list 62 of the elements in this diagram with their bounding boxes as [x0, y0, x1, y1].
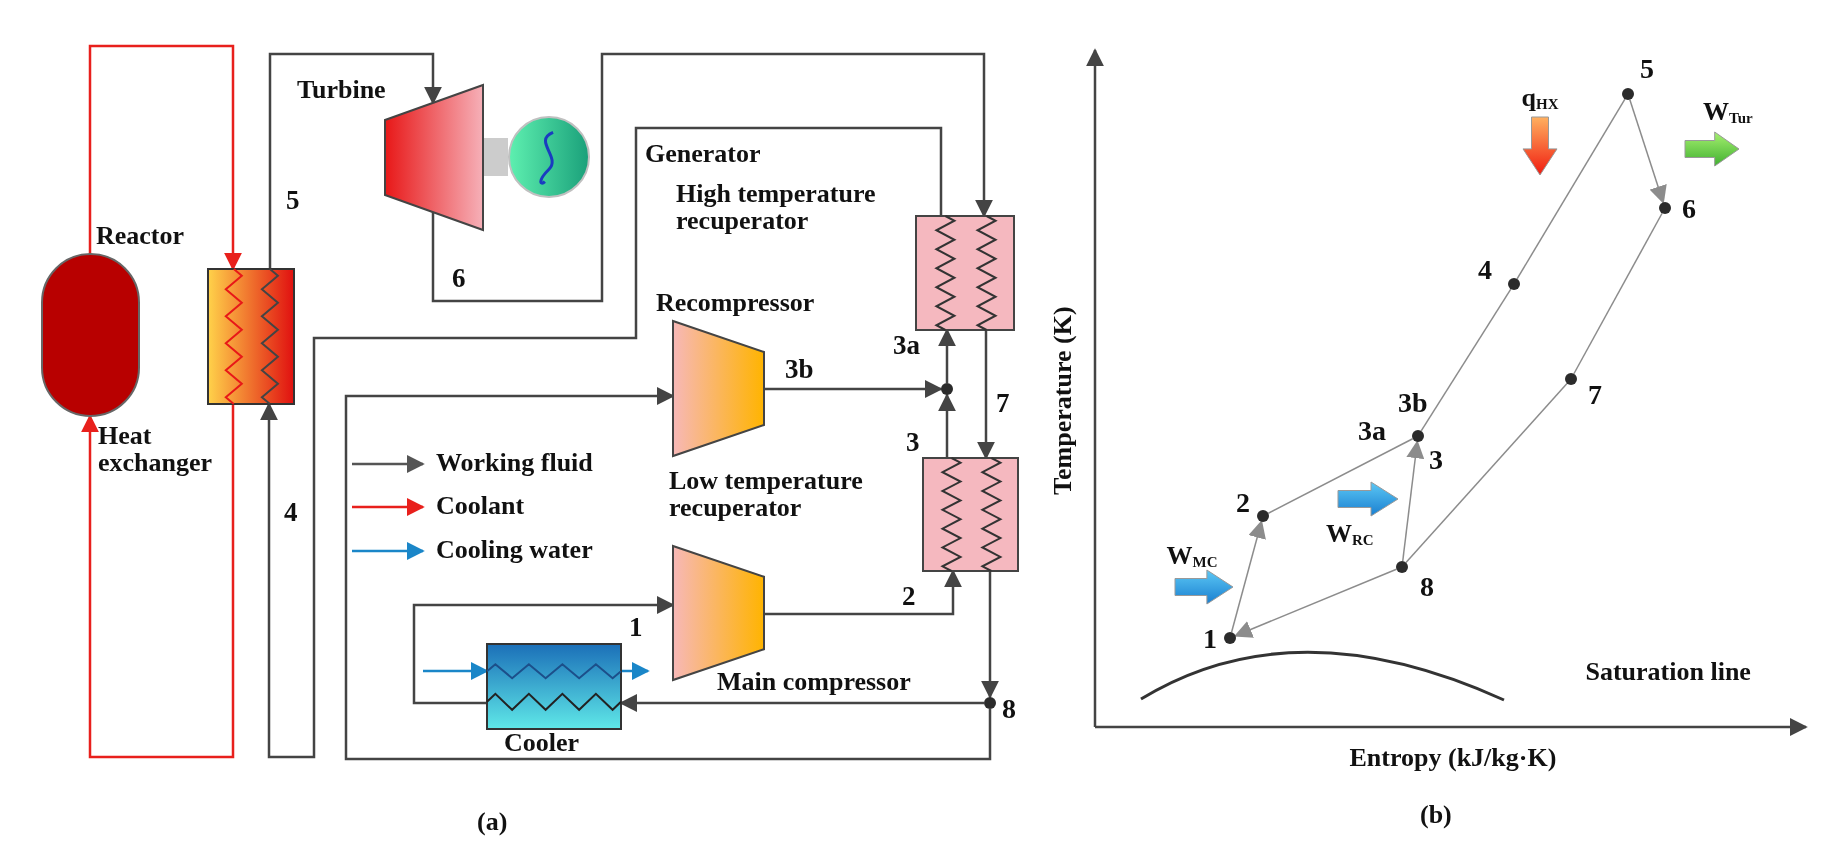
component-label: High temperature recuperator: [676, 180, 877, 235]
state-number: 5: [1640, 54, 1654, 84]
flow-arrow: [81, 404, 235, 759]
state-number: 3a: [1358, 416, 1386, 446]
state-number: 4: [284, 498, 298, 527]
state-number: 1: [1203, 624, 1217, 654]
flow-arrow: [431, 52, 993, 303]
state-number: 3: [906, 428, 920, 457]
flow-arrow: [621, 662, 650, 680]
flow-arrow: [88, 44, 242, 271]
flow-arrow: [764, 380, 943, 398]
state-number: 2: [1236, 488, 1250, 518]
component-label: Low temperature recuperator: [669, 467, 864, 522]
component-label: Recompressor: [656, 289, 815, 317]
flow-arrow: [1402, 440, 1425, 562]
state-number: 5: [286, 186, 300, 215]
legend-label: Working fluid: [436, 449, 593, 477]
state-number: 2: [902, 582, 916, 611]
state-number: 1: [629, 613, 643, 642]
state-number: 3b: [785, 355, 814, 384]
component-label: Cooler: [504, 729, 580, 757]
state-number: 4: [1478, 255, 1492, 285]
flow-arrow: [981, 571, 999, 699]
legend-label: Coolant: [436, 492, 525, 520]
flow-arrow: [268, 52, 442, 269]
component-label: Generator: [645, 140, 761, 168]
state-number: 6: [452, 264, 466, 293]
component-label: Reactor: [96, 222, 185, 250]
state-number: 8: [1420, 572, 1434, 602]
state-number: 3b: [1398, 388, 1428, 418]
state-number: 3a: [893, 331, 920, 360]
flow-arrow: [1233, 568, 1398, 638]
component-label: Main compressor: [717, 668, 911, 696]
process-line: [1420, 288, 1512, 432]
process-line: [1516, 98, 1626, 280]
flow-arrow: [1629, 98, 1667, 204]
flow-arrow: [977, 330, 995, 460]
process-line: [1405, 382, 1568, 564]
work-label: W$_{Tur}$: [1703, 97, 1753, 127]
curve-label: Saturation line: [1585, 657, 1751, 685]
state-number: 7: [996, 389, 1010, 418]
panel-label: (b): [1420, 800, 1452, 828]
flow-arrow: [344, 387, 992, 761]
state-number: 8: [1002, 694, 1016, 724]
process-line: [1573, 212, 1663, 375]
axis-title: Temperature (K): [1048, 305, 1076, 495]
legend-label: Cooling water: [436, 536, 593, 564]
component-label: Turbine: [297, 76, 386, 104]
flow-arrow: [1230, 520, 1266, 633]
flow-arrow: [938, 393, 956, 458]
component-label: Heat exchanger: [98, 422, 214, 477]
process-line: [1267, 438, 1414, 514]
state-number: 3: [1429, 445, 1443, 475]
state-number: 7: [1588, 380, 1602, 410]
panel-label: (a): [477, 807, 508, 835]
work-label: W$_{MC}$: [1166, 541, 1218, 571]
shaft: [483, 138, 508, 176]
axis-title: Entropy (kJ/kg·K): [1349, 743, 1557, 771]
flow-arrow: [260, 126, 943, 759]
work-label: W$_{RC}$: [1326, 519, 1374, 549]
heat-input-label: q$_{HX}$: [1521, 83, 1559, 113]
state-number: 6: [1682, 194, 1696, 224]
